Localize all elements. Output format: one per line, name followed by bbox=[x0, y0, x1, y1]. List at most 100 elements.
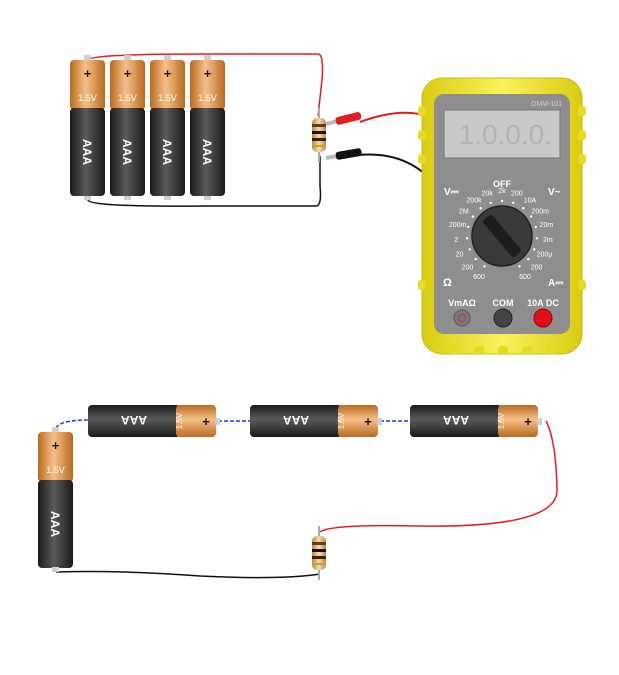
multimeter: DMM-101 1.0.0.0. OFF V⎓ V~ Ω A⎓ 60020020… bbox=[418, 77, 586, 355]
battery-label: AAA bbox=[200, 139, 214, 165]
battery-cap bbox=[338, 405, 378, 437]
battery-voltage: 1.5V bbox=[175, 412, 184, 429]
top-battery-2: + 1.5V AAA bbox=[110, 55, 145, 196]
battery-bottom-terminal bbox=[52, 567, 59, 572]
battery-voltage: 1.5V bbox=[497, 412, 506, 429]
dial-range-label: 200µ bbox=[537, 252, 553, 259]
dial-tick bbox=[500, 199, 504, 203]
section-amps-dc: A⎓ bbox=[548, 278, 563, 289]
battery-tip bbox=[377, 418, 382, 425]
dial-tick bbox=[534, 225, 537, 229]
battery-plus: + bbox=[124, 66, 132, 81]
jack-amp-label: 10A DC bbox=[527, 298, 559, 308]
dial-range-label: 200m bbox=[449, 222, 467, 229]
section-ohms: Ω bbox=[443, 277, 452, 289]
top-circuit-wires bbox=[87, 53, 324, 207]
dial-range-label: 200 bbox=[531, 264, 543, 271]
dial-range-label: 600 bbox=[473, 274, 485, 281]
jacks: VmAΩ COM 10A DC bbox=[448, 298, 559, 328]
battery-label: AAA bbox=[121, 413, 147, 427]
battery-plus: + bbox=[364, 414, 372, 429]
battery-tip bbox=[215, 418, 220, 425]
battery-body bbox=[70, 108, 105, 196]
battery-cap bbox=[498, 405, 538, 437]
dial-tick bbox=[465, 237, 469, 240]
battery-voltage: 1.5V bbox=[198, 93, 217, 103]
jack-com[interactable] bbox=[493, 308, 513, 328]
multimeter-model: DMM-101 bbox=[531, 101, 562, 108]
battery-cap bbox=[176, 405, 216, 437]
battery-plus: + bbox=[524, 414, 532, 429]
bottom-battery-vertical: + 1.5V AAA bbox=[38, 427, 73, 572]
dial-tick bbox=[518, 265, 521, 268]
dial-tick bbox=[527, 257, 530, 261]
dial-tick bbox=[467, 225, 470, 229]
section-volts-dc: V⎓ bbox=[444, 187, 459, 198]
battery-label: AAA bbox=[160, 139, 174, 165]
battery-tip bbox=[52, 427, 59, 433]
top-red-wire bbox=[87, 53, 324, 117]
bottom-circuit-wires bbox=[55, 419, 558, 579]
battery-label: AAA bbox=[48, 511, 62, 537]
battery-voltage: 1.5V bbox=[78, 93, 97, 103]
lcd-readout: 1.0.0.0. bbox=[459, 119, 552, 150]
dial-tick bbox=[468, 248, 471, 251]
battery-voltage: 1.5V bbox=[337, 412, 346, 429]
battery-body bbox=[410, 405, 502, 437]
top-resistor bbox=[312, 108, 326, 162]
battery-cap bbox=[190, 60, 225, 110]
top-battery-3: + 1.5V AAA bbox=[150, 55, 185, 196]
jack-vma-label: VmAΩ bbox=[448, 298, 476, 308]
battery-label: AAA bbox=[120, 139, 134, 165]
battery-plus: + bbox=[204, 66, 212, 81]
battery-tip bbox=[164, 55, 171, 61]
battery-body bbox=[150, 108, 185, 196]
battery-plus: + bbox=[164, 66, 172, 81]
bottom-black-wire bbox=[55, 570, 321, 579]
jack-vma[interactable] bbox=[453, 309, 471, 327]
dial-range-label: 200 bbox=[462, 264, 474, 271]
top-black-wire bbox=[87, 156, 322, 207]
battery-plus: + bbox=[202, 414, 210, 429]
battery-tip bbox=[204, 55, 211, 61]
bottom-battery-3: AAA 1.5V + bbox=[410, 405, 542, 437]
dial-pointer bbox=[483, 214, 521, 258]
bottom-blue-wire-1 bbox=[55, 419, 89, 429]
battery-body bbox=[38, 480, 73, 568]
battery-cap bbox=[150, 60, 185, 110]
battery-plus: + bbox=[84, 66, 92, 81]
dial-tick bbox=[474, 257, 477, 261]
bottom-red-wire bbox=[319, 420, 558, 533]
dial-tick bbox=[529, 215, 533, 218]
dial-range-label: 20 bbox=[456, 252, 464, 259]
dial-range-label: 2m bbox=[543, 237, 553, 244]
battery-body bbox=[250, 405, 342, 437]
black-probe bbox=[325, 148, 362, 160]
battery-voltage: 1.5V bbox=[118, 93, 137, 103]
battery-body bbox=[110, 108, 145, 196]
bottom-battery-1: AAA 1.5V + bbox=[88, 405, 220, 437]
dial-range-label: 20k bbox=[482, 190, 494, 197]
dial-tick bbox=[479, 207, 482, 210]
battery-plus: + bbox=[52, 438, 60, 453]
battery-voltage: 1.5V bbox=[158, 93, 177, 103]
dial-range-label: 200k bbox=[466, 198, 482, 205]
red-probe bbox=[325, 112, 362, 126]
dial-tick bbox=[522, 207, 525, 210]
battery-cap bbox=[38, 432, 73, 482]
battery-cap bbox=[110, 60, 145, 110]
battery-body bbox=[88, 405, 180, 437]
dial-tick bbox=[535, 237, 539, 240]
dial-off-label: OFF bbox=[493, 179, 511, 189]
battery-tip bbox=[124, 55, 131, 61]
jack-amp[interactable] bbox=[533, 308, 553, 328]
dial-tick bbox=[483, 265, 486, 268]
battery-tip bbox=[537, 418, 542, 425]
dial-tick bbox=[533, 248, 536, 251]
dial-range-label: 2 bbox=[454, 237, 458, 244]
dial-tick bbox=[512, 201, 515, 205]
dial-range-label: 2M bbox=[459, 208, 469, 215]
top-battery-1: + 1.5V AAA bbox=[70, 55, 105, 196]
lcd-display bbox=[443, 109, 561, 159]
